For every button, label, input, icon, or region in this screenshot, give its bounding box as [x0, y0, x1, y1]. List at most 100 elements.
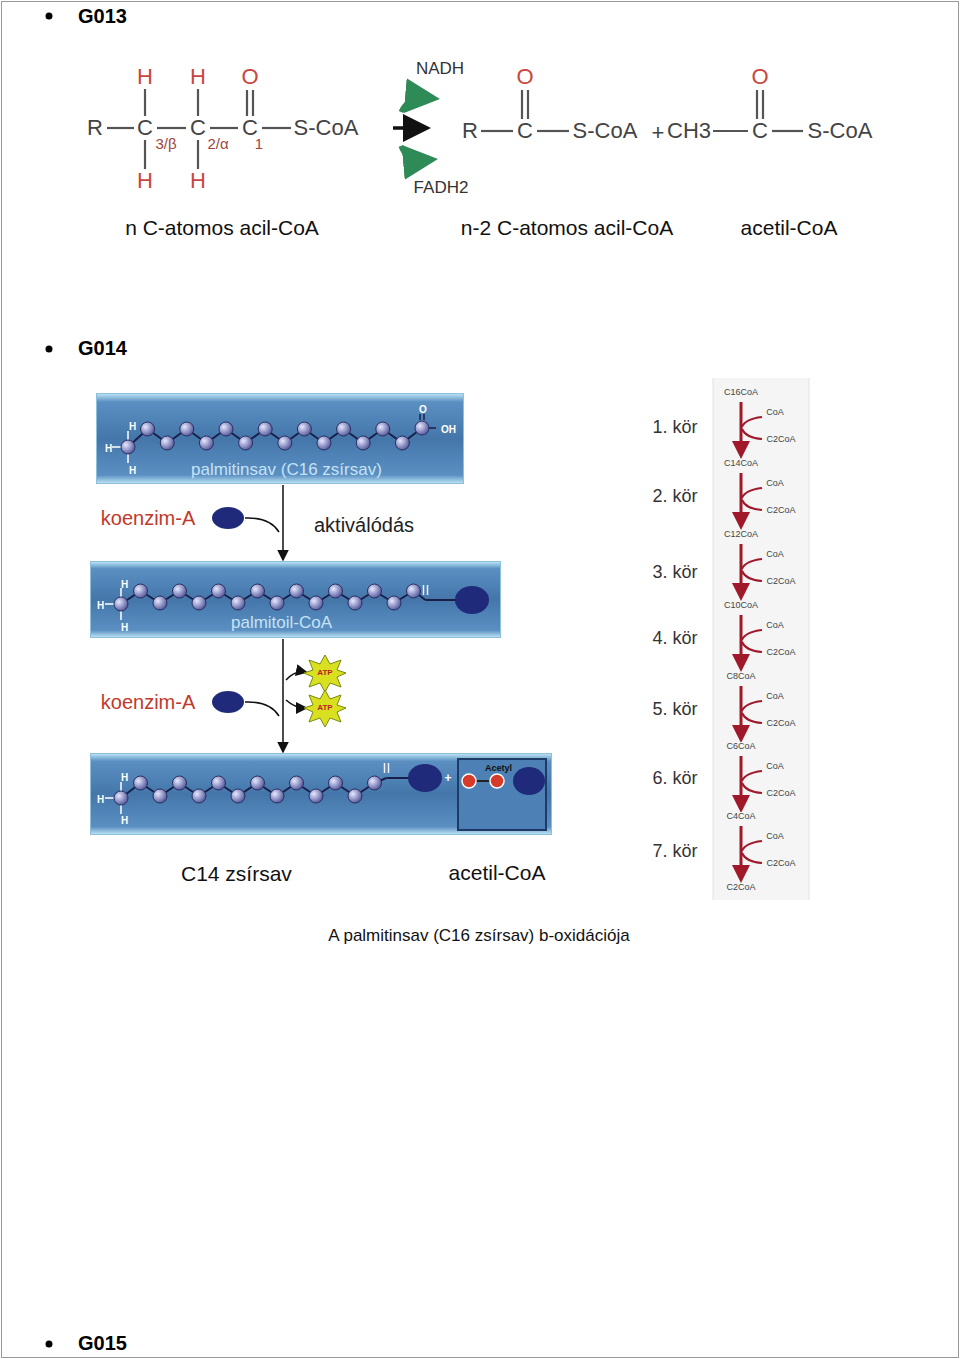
- coenzyme-a: CoA: [766, 692, 784, 702]
- atom: C: [752, 119, 768, 143]
- acetyl-coa: C2CoA: [766, 435, 795, 445]
- cycle-branch: [742, 559, 762, 569]
- cycle-arrow: [740, 473, 743, 524]
- molecule-band: palmitoil-CoA H H H: [90, 561, 501, 638]
- cycle-number: 6. kör: [652, 769, 697, 789]
- molecule-name: n C-atomos acil-CoA: [125, 216, 319, 239]
- position-label: 1: [255, 136, 263, 153]
- cycle-arrow: [740, 544, 743, 595]
- coenzyme-label: koenzim-A: [101, 507, 195, 529]
- cycle-number: 4. kör: [652, 629, 697, 649]
- coenzyme-a: CoA: [766, 762, 784, 772]
- atom-label: H: [97, 600, 104, 611]
- step-arrow: [282, 485, 284, 560]
- coenzyme-a: CoA: [766, 550, 784, 560]
- cycle-number: 7. kör: [652, 842, 697, 862]
- atom: H: [190, 65, 206, 89]
- atom: O: [751, 65, 768, 89]
- coenzyme-a: CoA: [766, 408, 784, 418]
- section-id: G014: [78, 337, 127, 359]
- node-title: palmitinsav (C16 zsírsav): [191, 461, 382, 480]
- position-label: 2/α: [207, 136, 228, 153]
- cycle-branch: [742, 701, 762, 711]
- fadh2-arrow: [401, 146, 428, 160]
- acyl-coa: C16CoA: [724, 388, 758, 398]
- cycle-branch: [742, 771, 762, 781]
- acetyl-box: Acetyl: [457, 758, 547, 831]
- atp-label: ATP: [317, 704, 332, 713]
- position-label: 3/β: [155, 136, 176, 153]
- cycle-branch: [742, 630, 762, 640]
- atom-label: H: [121, 622, 128, 633]
- atom: R: [87, 116, 103, 140]
- molecule-name: acetil-CoA: [741, 216, 838, 239]
- cycle-branch: [742, 783, 762, 793]
- cycle-arrow: [740, 756, 743, 807]
- cycle-branch: [742, 571, 762, 581]
- atom-label: H: [121, 579, 128, 590]
- figure-caption: A palmitinsav (C16 zsírsav) b-oxidációja: [328, 927, 629, 946]
- plus-sign: +: [444, 772, 451, 785]
- cofactor: FADH2: [414, 179, 469, 198]
- bullets: [46, 13, 53, 1348]
- node-title: Acetyl: [485, 764, 512, 774]
- atom-label: H: [121, 772, 128, 783]
- atom-label: H: [97, 794, 104, 805]
- cycle-branch: [742, 853, 762, 863]
- cycle-branch: [742, 642, 762, 652]
- atom: C: [137, 116, 153, 140]
- cycle-branch: [742, 500, 762, 510]
- molecule-name: acetil-CoA: [449, 861, 546, 884]
- atom-label: H: [129, 465, 136, 476]
- molecule-name: n-2 C-atomos acil-CoA: [461, 216, 673, 239]
- coenzyme-a: CoA: [766, 832, 784, 842]
- section-id: G013: [78, 5, 127, 27]
- acyl-coa: C2CoA: [726, 883, 755, 893]
- cycle-branch: [742, 841, 762, 851]
- atom: R: [462, 119, 478, 143]
- cycle-number: 5. kör: [652, 700, 697, 720]
- coenzyme-label: koenzim-A: [101, 691, 195, 713]
- section-id: G015: [78, 1332, 127, 1354]
- atp-burst: [304, 655, 346, 727]
- molecule-band: C14 zsírsavHHHAcetyl: [90, 753, 552, 835]
- group: S-CoA: [808, 119, 873, 143]
- acyl-coa: C4CoA: [726, 812, 755, 822]
- nadh-arrow: [401, 98, 430, 112]
- bonds: [107, 89, 803, 169]
- cycle-branch: [742, 429, 762, 439]
- acyl-coa: C8CoA: [726, 672, 755, 682]
- cycle-arrow: [740, 615, 743, 666]
- atom-label: H: [105, 443, 112, 454]
- atom: O: [516, 65, 533, 89]
- group: S-CoA: [573, 119, 638, 143]
- atom-label: OH: [441, 424, 456, 435]
- coenzyme-a: CoA: [766, 621, 784, 631]
- cycle-branch: [742, 713, 762, 723]
- reaction-arrow: [393, 126, 424, 130]
- cycle-arrow: [740, 686, 743, 737]
- cycle-branch: [742, 488, 762, 498]
- atom-label: H: [121, 815, 128, 826]
- acetyl-coa: C2CoA: [766, 719, 795, 729]
- node-title: C14 zsírsav: [181, 862, 292, 885]
- acetyl-coa: C2CoA: [766, 648, 795, 658]
- step-label: aktiválódás: [314, 514, 414, 536]
- atom: H: [137, 169, 153, 193]
- acetyl-coa: C2CoA: [766, 859, 795, 869]
- cycle-branch: [742, 417, 762, 427]
- node-title: palmitoil-CoA: [231, 614, 332, 633]
- atom: H: [137, 65, 153, 89]
- plus-sign: +: [652, 121, 665, 145]
- atom-label: H: [129, 421, 136, 432]
- atp-label: ATP: [317, 669, 332, 678]
- acyl-coa: C14CoA: [724, 459, 758, 469]
- coenzyme-a: CoA: [766, 479, 784, 489]
- acyl-coa: C12CoA: [724, 530, 758, 540]
- cofactor: NADH: [416, 60, 464, 79]
- acyl-coa: C6CoA: [726, 742, 755, 752]
- atom: C: [517, 119, 533, 143]
- cycle-number: 2. kör: [652, 487, 697, 507]
